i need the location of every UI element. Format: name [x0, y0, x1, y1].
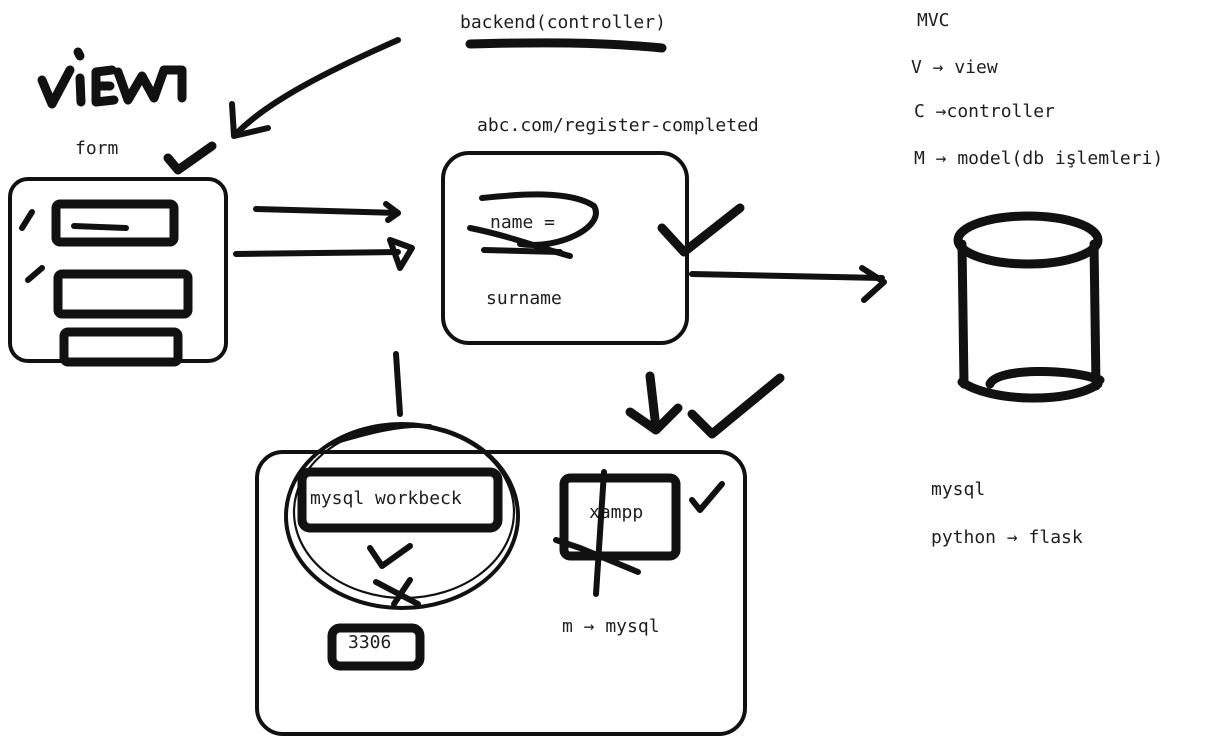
backend-label: backend(controller) [460, 12, 666, 33]
form-box [8, 177, 228, 367]
port-box [327, 623, 425, 671]
mvc-title: MVC [917, 10, 950, 31]
form-input-1 [51, 199, 179, 247]
mysql-workbench-box [297, 467, 503, 533]
mvc-legend: MVC V → view C →controller M → model(db … [911, 10, 1163, 169]
mvc-m-line: M → model(db işlemleri) [914, 148, 1163, 169]
check-mark-form [163, 141, 217, 175]
arrow-controller-to-xampp [625, 371, 785, 439]
url-label: abc.com/register-completed [477, 115, 759, 136]
arrow-controller-to-db [689, 265, 887, 303]
surname-field-label: surname [486, 288, 562, 309]
xampp-box [559, 473, 681, 561]
port-label: 3306 [348, 632, 391, 653]
form-input-3 [59, 327, 183, 367]
check-mark-controller [657, 203, 745, 257]
name-field-label: name = [490, 212, 555, 233]
controller-box: name = surname [441, 151, 689, 345]
python-flask-label: python → flask [931, 527, 1083, 548]
line-controller-to-workbench [393, 351, 403, 417]
backend-underline [465, 38, 667, 53]
arrow-form-to-controller [233, 201, 415, 271]
mvc-c-line: C →controller [914, 101, 1055, 122]
mvc-v-line: V → view [911, 57, 998, 78]
xampp-label: xampp [589, 502, 643, 523]
arrow-backend-to-form [229, 37, 401, 139]
view-handwriting [37, 47, 187, 109]
mysql-workbench-label: mysql workbeck [310, 488, 462, 509]
db-mysql-label: mysql [931, 479, 985, 500]
m-mysql-label: m → mysql [562, 616, 660, 637]
database-cylinder-icon [953, 211, 1105, 403]
form-input-2 [53, 269, 193, 319]
form-label: form [75, 138, 118, 159]
db-tools-box: mysql workbeck 3306 xampp m → mysql [255, 422, 747, 736]
